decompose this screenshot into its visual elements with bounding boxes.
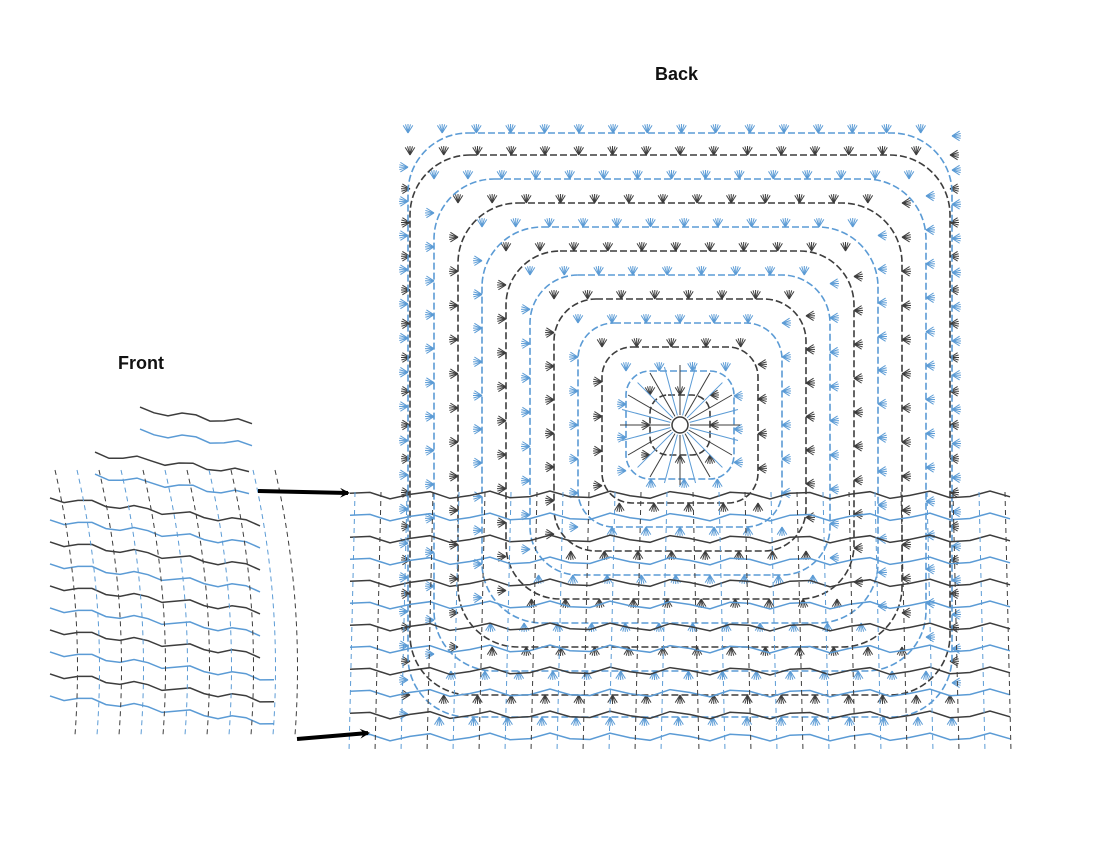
front-row-2 xyxy=(139,428,253,447)
front-row-4 xyxy=(94,473,250,495)
front-piece-label: Front xyxy=(118,353,164,373)
front-row-11 xyxy=(49,629,261,659)
back-skirt-row-1 xyxy=(349,490,1011,500)
back-skirt-row-8 xyxy=(349,644,1011,654)
back-skirt-row-5 xyxy=(349,578,1011,588)
back-row-12 xyxy=(399,124,961,726)
front-row-12 xyxy=(49,651,275,681)
front-row-3 xyxy=(94,451,250,473)
back-row-9 xyxy=(449,194,911,656)
back-skirt-row-6 xyxy=(349,600,1011,610)
join-arrows xyxy=(257,487,370,741)
back-skirt-row-7 xyxy=(349,622,1011,632)
back-row-7 xyxy=(497,242,863,608)
back-row-6 xyxy=(521,266,839,584)
front-row-14 xyxy=(49,695,275,725)
back-skirt-row-10 xyxy=(349,688,1011,698)
front-row-8 xyxy=(49,563,261,593)
back-row-10 xyxy=(425,170,935,680)
back-row-5 xyxy=(545,290,815,560)
center-ring xyxy=(671,416,689,434)
front-row-1 xyxy=(139,406,253,425)
back-skirt-row-3 xyxy=(349,534,1011,544)
back-piece-chart xyxy=(348,124,1012,753)
back-row-4 xyxy=(569,314,791,536)
back-row-8 xyxy=(473,218,887,632)
bottom-join-arrow xyxy=(296,728,370,741)
front-row-9 xyxy=(49,585,261,615)
back-skirt-row-12 xyxy=(349,732,1011,742)
back-skirt-row-11 xyxy=(349,710,1011,720)
back-skirt-row-9 xyxy=(349,666,1011,676)
front-row-5 xyxy=(49,497,261,527)
back-row-3 xyxy=(593,338,767,512)
front-row-13 xyxy=(49,673,275,703)
front-piece-chart xyxy=(49,406,298,736)
top-join-arrow xyxy=(257,487,350,498)
back-skirt-row-2 xyxy=(349,512,1011,522)
back-skirt-row-4 xyxy=(349,556,1011,566)
back-row-11 xyxy=(401,146,959,704)
front-row-10 xyxy=(49,607,261,637)
back-piece-label: Back xyxy=(655,64,699,84)
